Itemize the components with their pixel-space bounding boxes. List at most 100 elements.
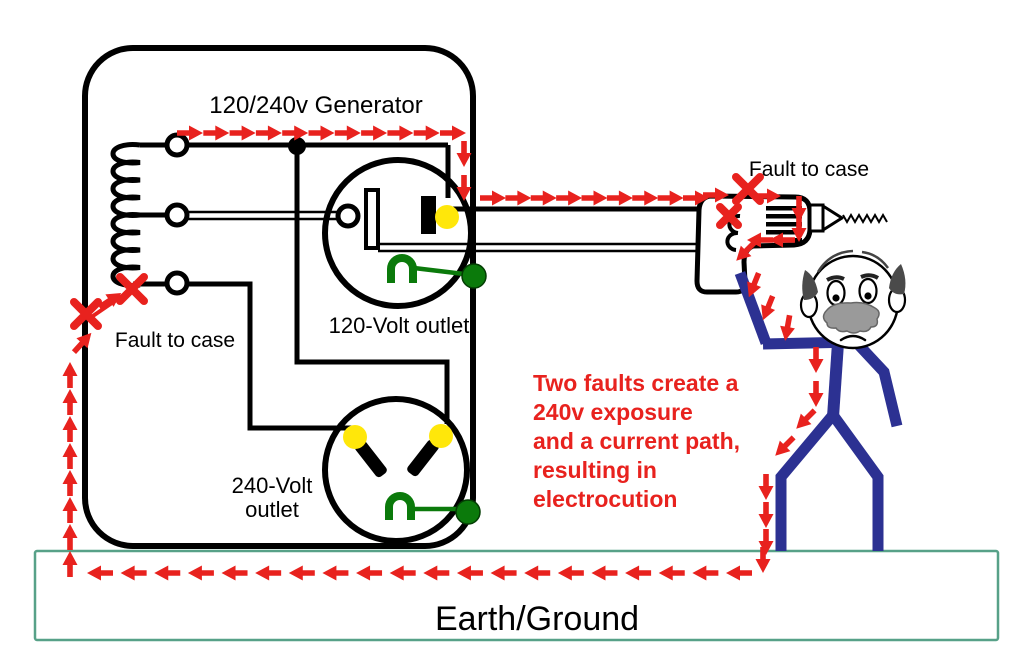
person-right-arm: [851, 338, 903, 428]
current-arrow: [62, 416, 78, 442]
drill-bit: [842, 212, 888, 225]
current-arrow: [255, 125, 282, 141]
outlet-120v-label: 120-Volt outlet: [328, 313, 470, 338]
warning-text: Two faults create a 240v exposure and a …: [533, 369, 740, 514]
current-arrow: [658, 565, 685, 581]
right-eye: [858, 277, 878, 305]
left-hair-tuft: [802, 270, 818, 300]
current-arrow: [761, 295, 776, 321]
current-arrow: [791, 216, 807, 242]
current-arrow: [769, 232, 795, 248]
current-arrow: [808, 381, 824, 407]
eyebrows: [826, 273, 880, 282]
current-arrow: [692, 565, 719, 581]
current-arrow: [796, 408, 817, 429]
ground-slot: [385, 492, 415, 520]
current-arrow: [524, 565, 551, 581]
ground-slot: [387, 254, 417, 283]
current-arrow: [726, 565, 752, 581]
right-hair-tuft: [889, 264, 906, 295]
current-arrow: [775, 435, 796, 456]
current-arrow: [480, 190, 506, 206]
fault-x-mark: [716, 203, 742, 229]
current-path-arrows: [62, 125, 824, 581]
current-arrow: [556, 190, 583, 206]
current-arrow: [606, 190, 633, 206]
current-arrow: [203, 125, 230, 141]
generator-title: 120/240v Generator: [209, 92, 423, 119]
current-arrow: [505, 190, 532, 206]
outlet-240v-label-line2: outlet: [245, 497, 299, 523]
warning-line: resulting in: [533, 457, 657, 483]
person-torso: [827, 342, 844, 418]
current-arrow: [456, 175, 472, 201]
current-arrow: [413, 125, 440, 141]
current-arrow: [120, 565, 147, 581]
terminal-bottom: [164, 270, 190, 296]
hot-slot-right: [407, 439, 439, 477]
current-arrow: [322, 565, 349, 581]
person-left-leg: [775, 411, 838, 551]
neutral-wires: [186, 210, 720, 253]
warning-line: Two faults create a: [533, 370, 739, 396]
current-arrow: [456, 565, 483, 581]
current-arrow: [758, 502, 774, 528]
current-arrow: [791, 196, 807, 222]
warning-line: 240v exposure: [533, 399, 693, 425]
current-arrow: [625, 565, 652, 581]
current-arrow: [808, 347, 824, 373]
outlet-240v-internals: [343, 424, 481, 525]
current-arrow: [530, 190, 557, 206]
current-arrow: [747, 272, 762, 298]
current-arrow: [736, 240, 757, 261]
current-arrow: [62, 497, 78, 523]
current-arrow: [581, 190, 608, 206]
current-arrow: [423, 565, 450, 581]
winding-terminals: [164, 132, 190, 296]
hot-terminal-dot-right: [429, 424, 453, 448]
terminal-top: [164, 132, 190, 158]
person-left-arm: [734, 271, 772, 345]
current-arrow: [387, 125, 414, 141]
warning-line: and a current path,: [533, 428, 741, 454]
current-arrow: [221, 565, 248, 581]
fault-x-mark: [70, 298, 102, 330]
person-head: [799, 249, 907, 350]
terminal-middle: [164, 202, 190, 228]
current-arrow: [282, 125, 309, 141]
current-arrow: [758, 474, 774, 500]
hot-branch-to-240v-left: [133, 281, 352, 431]
current-arrow: [758, 529, 774, 555]
current-arrow: [389, 565, 416, 581]
current-arrow: [334, 125, 361, 141]
fault-x-mark: [116, 273, 148, 305]
current-arrow: [62, 443, 78, 469]
current-arrow: [229, 125, 256, 141]
current-arrow: [632, 190, 659, 206]
fault-to-case-label-left: Fault to case: [114, 329, 236, 352]
hot-terminal-dot: [435, 205, 459, 229]
current-arrow: [187, 565, 214, 581]
current-arrow: [557, 565, 584, 581]
neutral-terminal-circle: [335, 203, 361, 229]
person-right-leg: [828, 411, 884, 551]
hot-slot-left: [355, 440, 387, 478]
fault-to-case-label-right: Fault to case: [748, 158, 870, 181]
current-arrow: [657, 190, 684, 206]
current-arrow: [703, 187, 729, 203]
drill-chuck: [808, 203, 825, 233]
current-arrow: [87, 565, 113, 581]
warning-line: electrocution: [533, 486, 678, 512]
junction-dot: [288, 137, 306, 155]
current-arrow: [747, 232, 773, 248]
current-arrow: [177, 125, 203, 141]
current-arrow: [62, 389, 78, 415]
outlet-240v-label: 240-Volt outlet: [232, 473, 313, 523]
ground-bond-wire: [413, 265, 465, 277]
current-arrow: [591, 565, 618, 581]
current-arrow: [62, 470, 78, 496]
ground-bond-dot: [455, 499, 481, 525]
current-arrow: [361, 125, 388, 141]
current-arrow: [62, 362, 78, 388]
